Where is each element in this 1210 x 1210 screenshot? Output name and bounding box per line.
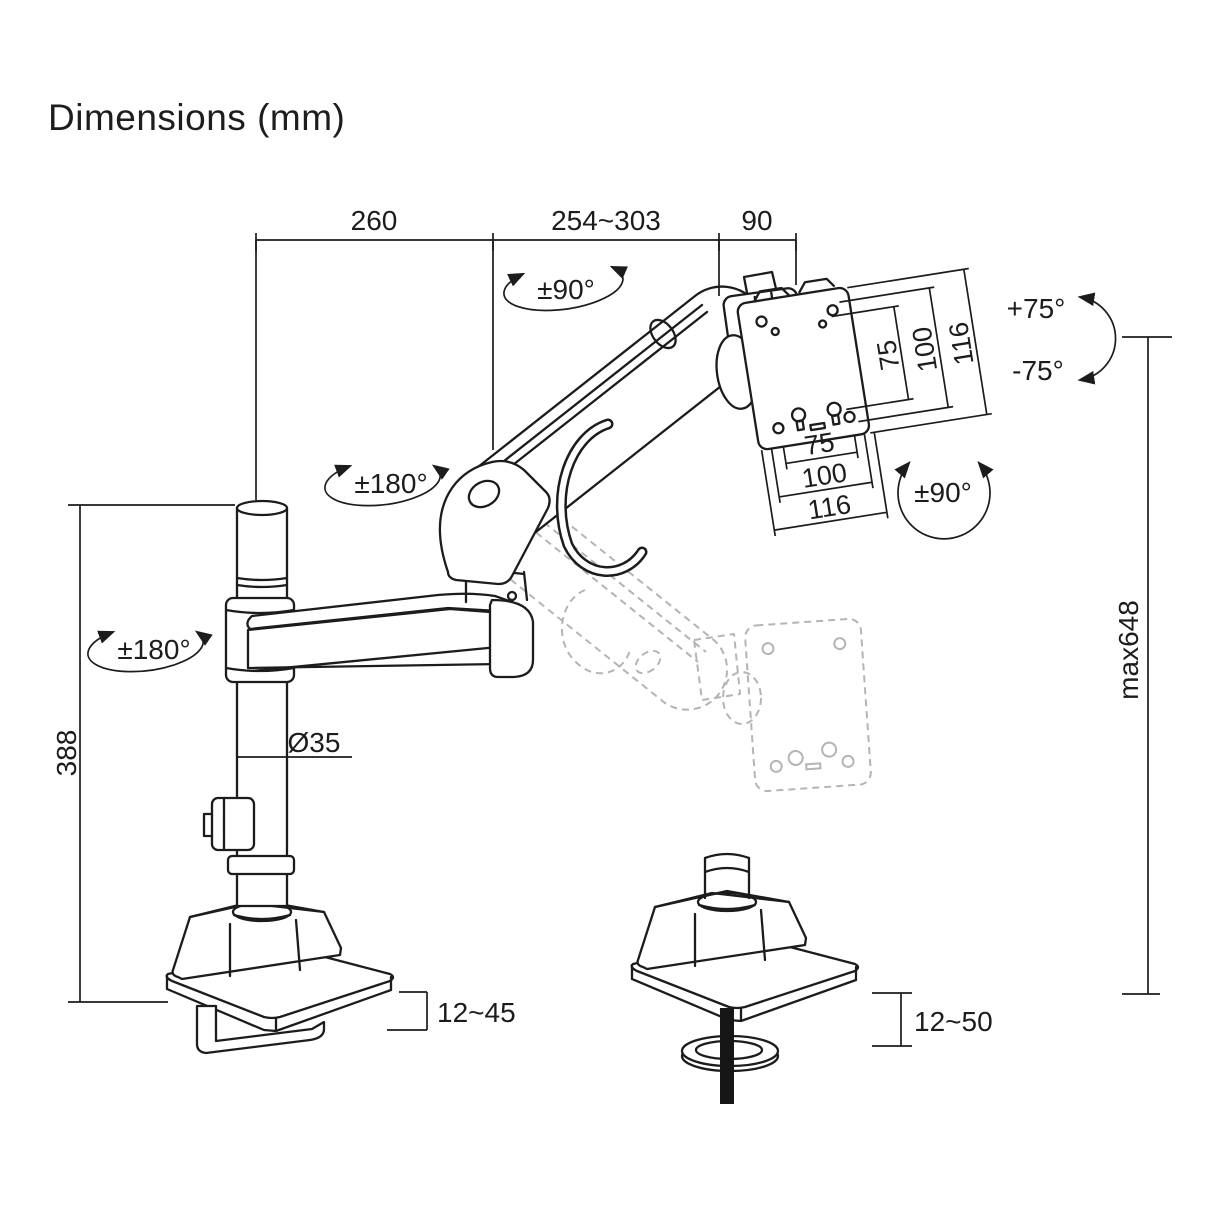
arm-swivel-label: ±180° (354, 468, 427, 499)
pole (202, 499, 757, 921)
tilt-down-label: -75° (1012, 355, 1064, 386)
vesa-horizontal-116-label: 116 (806, 489, 853, 525)
vesa-vertical-75-label: 75 (871, 338, 905, 372)
vesa-rotation-indicator: ±90° (894, 461, 994, 540)
desk-clamp-arm (195, 1004, 326, 1055)
grommet-base (630, 852, 860, 1104)
vesa-vertical-116-label: 116 (943, 320, 979, 367)
elbow-joint (488, 598, 535, 679)
tilt-up-label: +75° (1007, 293, 1066, 324)
grommet-range-dimension: 12~50 (872, 992, 993, 1047)
dim-grommet-range-label: 12~50 (914, 1006, 993, 1037)
tilt-indicator: +75° -75° (1007, 292, 1117, 386)
head-swivel-label: ±90° (537, 274, 595, 305)
cable-clip (210, 796, 256, 852)
vesa-horizontal-75-label: 75 (802, 427, 836, 461)
dim-254-303-label: 254~303 (551, 205, 661, 236)
shoulder-joint (438, 459, 551, 586)
dim-clamp-range-label: 12~45 (437, 997, 516, 1028)
vesa-horizontal-dimensions: 75 100 116 (760, 427, 889, 537)
vesa-plate: 75 100 116 75 100 116 (736, 267, 992, 537)
vesa-vertical-100-label: 100 (907, 325, 944, 374)
dim-260-label: 260 (351, 205, 398, 236)
grommet-threaded-rod (720, 1008, 734, 1104)
max-height-dimension: max648 (1113, 336, 1172, 995)
ghost-vesa-plate (744, 617, 872, 793)
dim-90-label: 90 (741, 205, 772, 236)
clamp-base (165, 899, 395, 1055)
dim-diameter-label: Ø35 (288, 727, 341, 758)
vesa-horizontal-100-label: 100 (800, 457, 849, 494)
pole-swivel-indicator: ±180° (87, 630, 213, 673)
cable-hook (555, 418, 648, 577)
page-title: Dimensions (mm) (48, 97, 345, 138)
dim-max648-label: max648 (1113, 600, 1144, 700)
lower-arm (246, 570, 535, 679)
pole-height-dimension: 388 (51, 504, 235, 1003)
arm-swivel-indicator: ±180° (324, 464, 450, 507)
top-dimension-line: 260 254~303 90 (255, 205, 797, 500)
vesa-vertical-dimensions: 75 100 116 (831, 267, 992, 434)
vesa-rotation-label: ±90° (914, 477, 972, 508)
pole-swivel-label: ±180° (117, 634, 190, 665)
head-swivel-indicator: ±90° (503, 265, 628, 312)
pole-diameter-dimension: Ø35 (236, 727, 352, 758)
clamp-range-dimension: 12~45 (387, 991, 516, 1031)
dim-388-label: 388 (51, 730, 82, 777)
